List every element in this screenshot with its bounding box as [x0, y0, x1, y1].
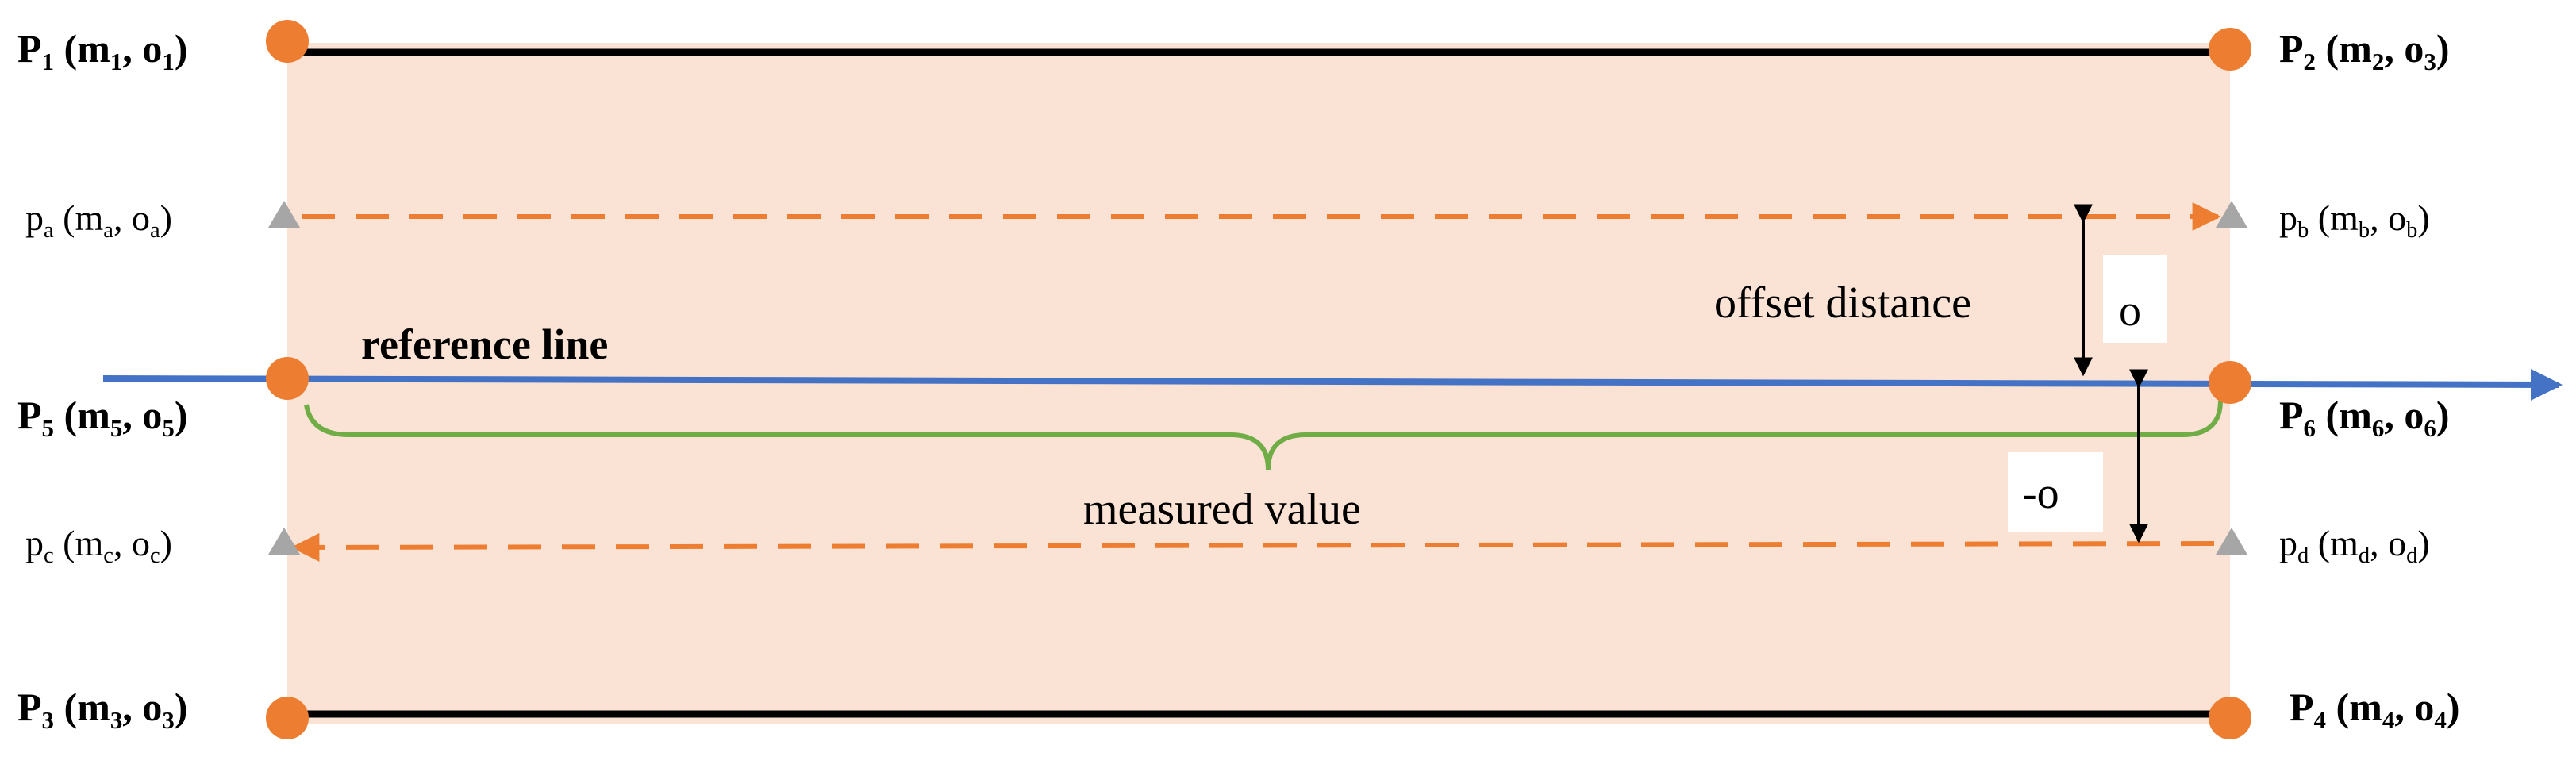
point-marker-p2 — [2209, 28, 2251, 71]
triangle-marker-pc — [268, 528, 300, 555]
label-pb: pb (mb, ob) — [2279, 198, 2430, 243]
offset-pos-box — [2103, 255, 2167, 343]
offset-neg-box — [2008, 452, 2103, 532]
triangle-marker-pa — [268, 201, 300, 228]
label-pd: pd (md, od) — [2279, 523, 2430, 568]
offset-pos-label: o — [2119, 286, 2141, 336]
label-pc: pc (mc, oc) — [25, 523, 172, 568]
point-marker-p1 — [266, 20, 309, 63]
offset-neg-label: -o — [2022, 469, 2059, 518]
label-p3: P3 (m3, o3) — [17, 685, 188, 734]
label-p5: P5 (m5, o5) — [17, 393, 188, 442]
label-p6: P6 (m6, o6) — [2279, 393, 2450, 442]
point-marker-p4 — [2209, 697, 2251, 739]
label-p1: P1 (m1, o1) — [17, 26, 188, 75]
point-marker-p5 — [266, 357, 309, 400]
point-marker-p6 — [2209, 361, 2251, 404]
point-marker-p3 — [266, 697, 309, 739]
label-pa: pa (ma, oa) — [25, 198, 172, 243]
triangle-marker-pb — [2216, 201, 2247, 228]
reference-line-label: reference line — [361, 321, 608, 368]
measured-value-label: measured value — [1083, 485, 1361, 534]
reference-line — [102, 368, 2563, 401]
triangle-marker-pd — [2216, 528, 2247, 555]
label-p2: P2 (m2, o3) — [2279, 26, 2450, 75]
label-p4: P4 (m4, o4) — [2290, 685, 2460, 734]
offset-distance-label: offset distance — [1714, 278, 1971, 328]
measured-value-brace — [304, 400, 2223, 470]
